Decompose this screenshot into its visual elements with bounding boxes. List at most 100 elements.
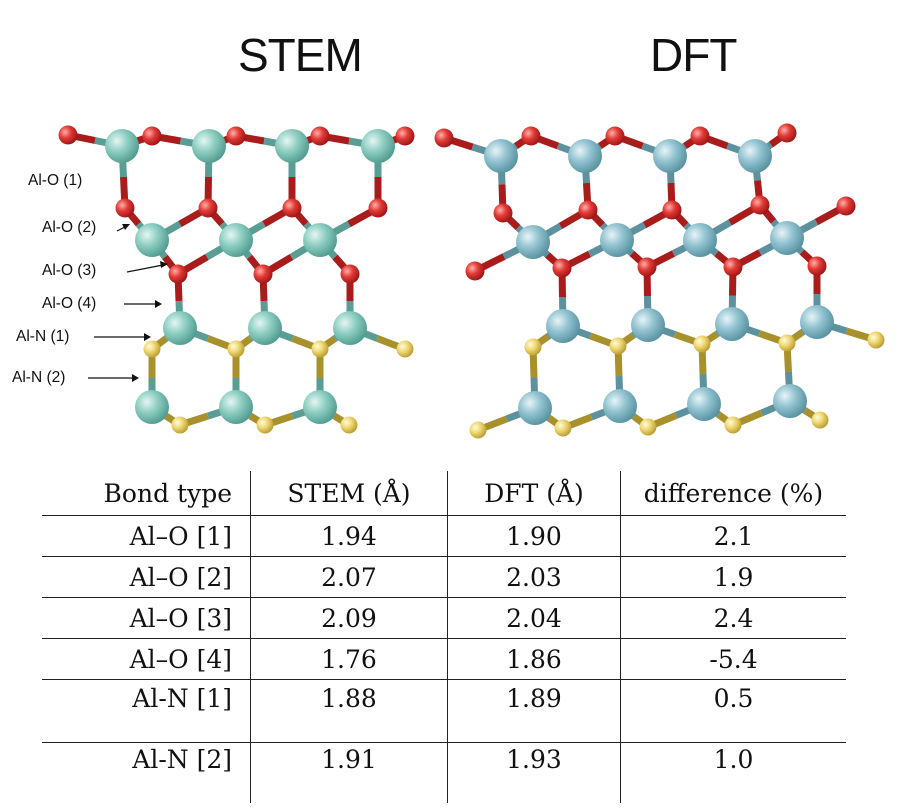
- arrow-head: [144, 333, 151, 341]
- cell-bond-type: Al–O [1]: [42, 515, 251, 557]
- cell-difference: 1.0: [620, 742, 846, 803]
- nitrogen-atom: [340, 416, 358, 434]
- nitrogen-atom: [469, 421, 487, 439]
- cell-dft: 1.90: [447, 515, 621, 557]
- oxygen-atom: [637, 257, 657, 277]
- aluminum-atom: [631, 308, 665, 342]
- oxygen-atom: [521, 126, 541, 146]
- nitrogen-atom: [524, 338, 542, 356]
- cell-dft: 1.86: [447, 638, 621, 680]
- oxygen-atom: [605, 126, 625, 146]
- cell-dft: 2.03: [447, 556, 621, 598]
- aluminum-atom: [248, 311, 282, 345]
- oxygen-atom: [777, 123, 797, 143]
- nitrogen-atom: [693, 335, 711, 353]
- aluminum-atom: [568, 139, 602, 173]
- bond-label-arrows: [88, 224, 168, 382]
- aluminum-atom: [800, 305, 834, 339]
- cell-dft: 1.89: [447, 679, 621, 743]
- nitrogen-atom: [609, 337, 627, 355]
- oxygen-atom: [115, 198, 135, 218]
- table-header-row: Bond type STEM (Å) DFT (Å) difference (%…: [42, 471, 846, 516]
- cell-stem: 1.94: [250, 515, 448, 557]
- aluminum-atom: [770, 221, 804, 255]
- cell-stem: 1.88: [250, 679, 448, 743]
- oxygen-atom: [662, 200, 682, 220]
- oxygen-atom: [340, 264, 360, 284]
- nitrogen-atom: [867, 331, 885, 349]
- cell-difference: -5.4: [620, 638, 846, 680]
- label-al-o-1: Al-O (1): [28, 172, 83, 189]
- nitrogen-atom: [724, 416, 742, 434]
- oxygen-atom: [253, 264, 273, 284]
- cell-difference: 2.1: [620, 515, 846, 557]
- arrow-head: [160, 261, 168, 268]
- arrow-head: [122, 224, 130, 230]
- aluminum-atom: [361, 129, 395, 163]
- label-al-o-2: Al-O (2): [42, 219, 97, 236]
- header-stem: STEM (Å): [250, 471, 448, 516]
- oxygen-atom: [750, 195, 770, 215]
- label-al-o-4: Al-O (4): [42, 295, 97, 312]
- nitrogen-atom: [396, 340, 414, 358]
- header-difference: difference (%): [620, 471, 846, 516]
- aluminum-atom: [192, 129, 226, 163]
- oxygen-atom: [465, 261, 485, 281]
- nitrogen-atom: [639, 418, 657, 436]
- cell-stem: 1.76: [250, 638, 448, 680]
- oxygen-atom: [282, 198, 302, 218]
- cell-stem: 1.91: [250, 742, 448, 803]
- oxygen-atom: [226, 126, 246, 146]
- oxygen-atom: [836, 196, 856, 216]
- cell-bond-type: Al–O [4]: [42, 638, 251, 680]
- oxygen-atom: [578, 200, 598, 220]
- cell-dft: 2.04: [447, 597, 621, 639]
- label-al-n-1: Al-N (1): [16, 328, 70, 345]
- nitrogen-atom: [778, 334, 796, 352]
- nitrogen-atom: [171, 416, 189, 434]
- oxygen-atom: [395, 126, 415, 146]
- aluminum-atom: [683, 223, 717, 257]
- label-al-o-3: Al-O (3): [42, 262, 97, 279]
- aluminum-atom: [653, 139, 687, 173]
- aluminum-atom: [135, 223, 169, 257]
- header-bond-type: Bond type: [42, 471, 251, 516]
- nitrogen-atom: [143, 340, 161, 358]
- aluminum-atom: [303, 223, 337, 257]
- nitrogen-atom: [554, 419, 572, 437]
- aluminum-atom: [546, 309, 580, 343]
- aluminum-atom: [715, 307, 749, 341]
- aluminum-atom: [518, 391, 552, 425]
- nitrogen-atom: [811, 411, 829, 429]
- oxygen-atom: [552, 258, 572, 278]
- dft-structure-model: [434, 123, 885, 439]
- table-row: Al–O [3] 2.09 2.04 2.4: [42, 597, 846, 639]
- table-row: Al-N [1] 1.88 1.89 0.5: [42, 679, 846, 743]
- atomic-structure-diagrams: [58, 123, 885, 439]
- nitrogen-atom: [256, 416, 274, 434]
- aluminum-atom: [163, 311, 197, 345]
- oxygen-atom: [310, 126, 330, 146]
- aluminum-atom: [275, 129, 309, 163]
- nitrogen-atom: [227, 340, 245, 358]
- aluminum-atom: [738, 139, 772, 173]
- oxygen-atom: [198, 198, 218, 218]
- arrow-al-o-3: [126, 264, 164, 273]
- cell-stem: 2.09: [250, 597, 448, 639]
- oxygen-atom: [723, 257, 743, 277]
- aluminum-atom: [219, 390, 253, 424]
- header-dft: DFT (Å): [447, 471, 621, 516]
- stem-panel-title: STEM: [238, 29, 363, 81]
- oxygen-atom: [493, 203, 513, 223]
- table-row: Al–O [4] 1.76 1.86 -5.4: [42, 638, 846, 680]
- oxygen-atom: [690, 126, 710, 146]
- cell-bond-type: Al-N [2]: [132, 745, 232, 774]
- arrow-head: [132, 374, 139, 382]
- stem-structure-model: [58, 125, 415, 434]
- oxygen-atom: [807, 256, 827, 276]
- cell-difference: 1.9: [620, 556, 846, 598]
- table-row: Al-N [2] 1.91 1.93 1.0: [42, 742, 846, 803]
- cell-dft: 1.93: [447, 742, 621, 803]
- aluminum-atom: [219, 223, 253, 257]
- aluminum-atom: [603, 389, 637, 423]
